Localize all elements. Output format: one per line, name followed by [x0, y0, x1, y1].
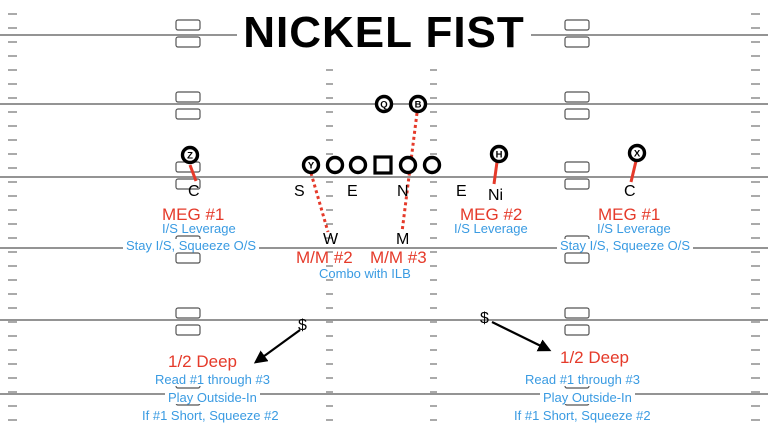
right-corner-coverage-title: MEG #1 — [598, 205, 661, 224]
receiver-x-label: X — [634, 149, 641, 160]
left-tackle — [325, 155, 345, 175]
tight-end-y-label: Y — [308, 161, 315, 172]
receiver-x — [627, 143, 647, 163]
yard-number-box — [175, 178, 201, 190]
will-coverage-title: M/M #2 — [296, 248, 353, 267]
yard-number-box — [175, 19, 201, 31]
right-tackle — [422, 155, 442, 175]
yard-number-box — [175, 108, 201, 120]
left-corner-technique: Stay I/S, Squeeze O/S — [123, 239, 260, 252]
receiver-z — [180, 145, 200, 165]
defender-mike: M — [396, 231, 410, 248]
left-safety-squeeze: If #1 Short, Squeeze #2 — [139, 409, 282, 422]
receiver-h — [489, 144, 509, 164]
yard-number-box — [564, 19, 590, 31]
right-safety-technique: Play Outside-In — [540, 391, 635, 404]
right-safety-read: Read #1 through #3 — [522, 373, 643, 386]
yard-number-box — [564, 307, 590, 319]
defender-safety-s: S — [294, 183, 305, 200]
yard-number-box — [564, 91, 590, 103]
quarterback-label: Q — [380, 100, 387, 111]
defender-left-corner: C — [188, 183, 200, 200]
yard-number-box — [175, 307, 201, 319]
yard-number-box — [564, 108, 590, 120]
defender-nickel: Ni — [488, 187, 504, 204]
mike-coverage-title: M/M #3 — [370, 248, 427, 267]
y-to-will — [309, 172, 330, 233]
left-safety-drop-arrow — [253, 329, 301, 364]
defender-end-right: E — [456, 183, 467, 200]
tight-end-y — [301, 155, 321, 175]
yard-number-box — [175, 324, 201, 336]
left-corner-coverage-title: MEG #1 — [162, 205, 225, 224]
left-corner-leverage: I/S Leverage — [162, 221, 236, 236]
route-lines — [188, 112, 638, 364]
ilb-combo-note: Combo with ILB — [319, 266, 411, 281]
yard-number-box — [564, 161, 590, 173]
defender-will: W — [323, 231, 339, 248]
x-to-corner — [629, 160, 638, 183]
center — [373, 155, 393, 175]
deep-safety-left-symbol: $ — [298, 317, 307, 334]
running-back — [408, 94, 428, 114]
right-safety-drop-arrow — [491, 321, 552, 352]
yard-number-box — [175, 91, 201, 103]
receiver-h-label: H — [496, 150, 503, 161]
quarterback — [374, 94, 394, 114]
receiver-z-label: Z — [187, 151, 193, 162]
right-safety-coverage-title: 1/2 Deep — [557, 349, 632, 366]
left-safety-read: Read #1 through #3 — [152, 373, 273, 386]
defender-nose: N — [397, 183, 409, 200]
deep-safety-right-symbol: $ — [480, 310, 489, 327]
z-to-corner — [188, 164, 198, 182]
h-to-nickel — [492, 161, 499, 185]
nickel-leverage: I/S Leverage — [454, 221, 528, 236]
yard-number-box — [564, 324, 590, 336]
offensive-players: Q B Z H X Y — [180, 94, 647, 175]
nickel-coverage-title: MEG #2 — [460, 205, 523, 224]
yard-number-box — [175, 36, 201, 48]
field-markings — [0, 13, 768, 421]
right-corner-leverage: I/S Leverage — [597, 221, 671, 236]
right-corner-technique: Stay I/S, Squeeze O/S — [557, 239, 694, 252]
right-guard — [398, 155, 418, 175]
defender-right-corner: C — [624, 183, 636, 200]
defender-end-left: E — [347, 183, 358, 200]
left-guard — [348, 155, 368, 175]
left-safety-technique: Play Outside-In — [165, 391, 260, 404]
yard-number-box — [564, 36, 590, 48]
left-safety-coverage-title: 1/2 Deep — [165, 353, 240, 370]
back-to-mike — [400, 112, 419, 233]
yard-number-box — [175, 252, 201, 264]
right-safety-squeeze: If #1 Short, Squeeze #2 — [511, 409, 654, 422]
running-back-label: B — [415, 100, 422, 111]
yard-number-box — [564, 178, 590, 190]
yard-number-box — [564, 252, 590, 264]
